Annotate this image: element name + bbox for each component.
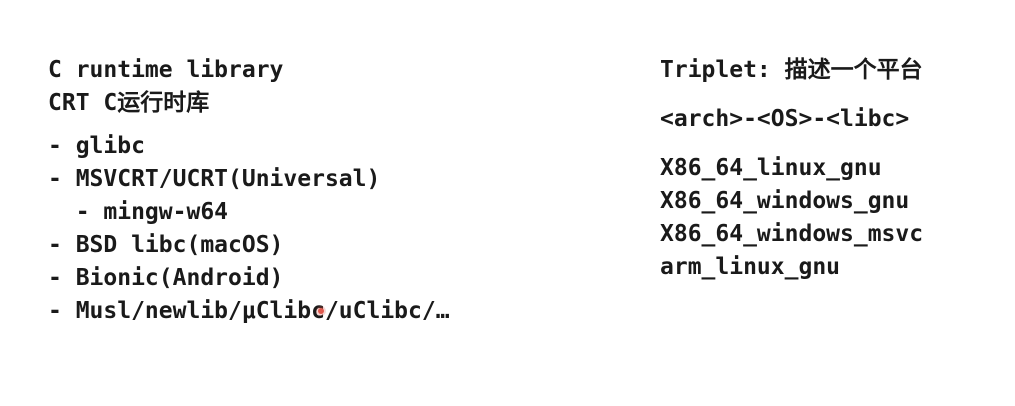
triplet-title: Triplet: 描述一个平台 (660, 57, 923, 83)
triplet-example-linux-gnu: X86_64_linux_gnu (660, 155, 882, 181)
spacer (48, 120, 568, 130)
crt-section: C runtime library CRT C运行时库 - glibc - MS… (48, 54, 568, 328)
pointer-dot (318, 308, 324, 314)
triplet-example-windows-gnu: X86_64_windows_gnu (660, 188, 910, 214)
triplet-example-windows-msvc: X86_64_windows_msvc (660, 221, 924, 247)
crt-title: C runtime library (48, 57, 284, 83)
list-item-bsd-libc: - BSD libc(macOS) (48, 232, 284, 258)
list-item-glibc: - glibc (48, 133, 145, 159)
list-item-msvcrt: - MSVCRT/UCRT(Universal) (48, 166, 381, 192)
triplet-example-arm-linux-gnu: arm_linux_gnu (660, 254, 841, 280)
list-item-musl: - Musl/newlib/μClibc/uClibc/… (48, 298, 450, 324)
triplet-format: <arch>-<OS>-<libc> (660, 106, 910, 132)
list-item-mingw: - mingw-w64 (48, 199, 229, 225)
list-item-bionic: - Bionic(Android) (48, 265, 284, 291)
spacer (660, 87, 1000, 103)
triplet-section: Triplet: 描述一个平台 <arch>-<OS>-<libc> X86_6… (660, 54, 1000, 284)
spacer (660, 136, 1000, 152)
crt-subtitle: CRT C运行时库 (48, 90, 210, 116)
